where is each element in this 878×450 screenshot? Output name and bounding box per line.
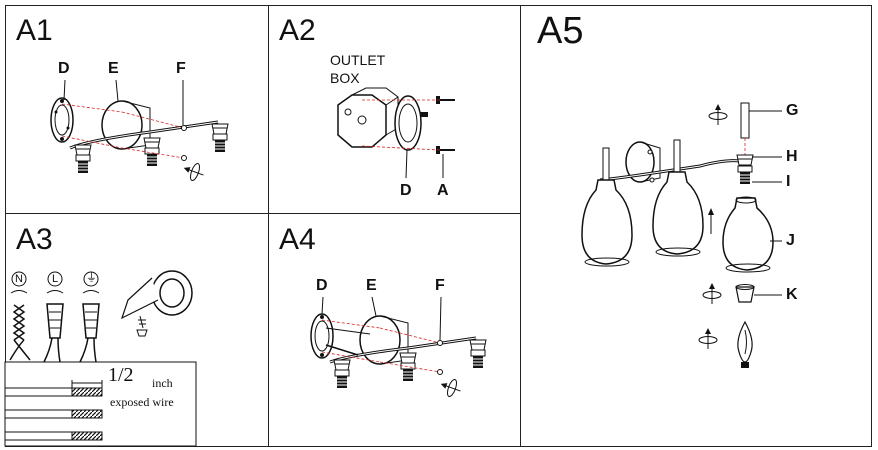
panel-title-a5: A5: [537, 10, 584, 52]
a3-wiring-drawing: [4, 270, 197, 447]
part-label-h: H: [786, 148, 798, 165]
part-label-d: D: [58, 60, 70, 77]
panel-a2: [268, 5, 521, 214]
strip-length-unit: inch: [152, 376, 173, 390]
part-label-d: D: [400, 182, 412, 199]
panel-title-a3: A3: [16, 223, 53, 256]
wire-symbol-live: L: [52, 273, 59, 285]
a1-fixture-drawing: [50, 79, 229, 185]
outlet-box-label-line1: OUTLET: [330, 52, 386, 68]
part-label-k: K: [786, 286, 798, 303]
part-label-d: D: [316, 277, 328, 294]
wire-symbol-ground: ⏚: [86, 272, 97, 284]
part-label-j: J: [786, 232, 795, 249]
part-label-e: E: [366, 277, 377, 294]
part-label-g: G: [786, 102, 799, 119]
outlet-box-label-line2: BOX: [330, 70, 360, 86]
part-label-a: A: [437, 182, 449, 199]
part-label-e: E: [108, 60, 119, 77]
panel-title-a1: A1: [16, 14, 53, 47]
wire-symbol-neutral: N: [15, 273, 23, 285]
panel-title-a2: A2: [279, 14, 316, 47]
part-label-f: F: [435, 277, 445, 294]
a5-fixture-drawing: [581, 102, 782, 368]
a2-outlet-box-drawing: [337, 87, 455, 179]
strip-length-note: exposed wire: [110, 395, 174, 409]
part-label-i: I: [786, 173, 791, 190]
a4-fixture-drawing: [310, 296, 487, 401]
part-label-f: F: [176, 60, 186, 77]
panel-title-a4: A4: [279, 223, 316, 256]
strip-length-fraction: 1/2: [108, 364, 134, 386]
